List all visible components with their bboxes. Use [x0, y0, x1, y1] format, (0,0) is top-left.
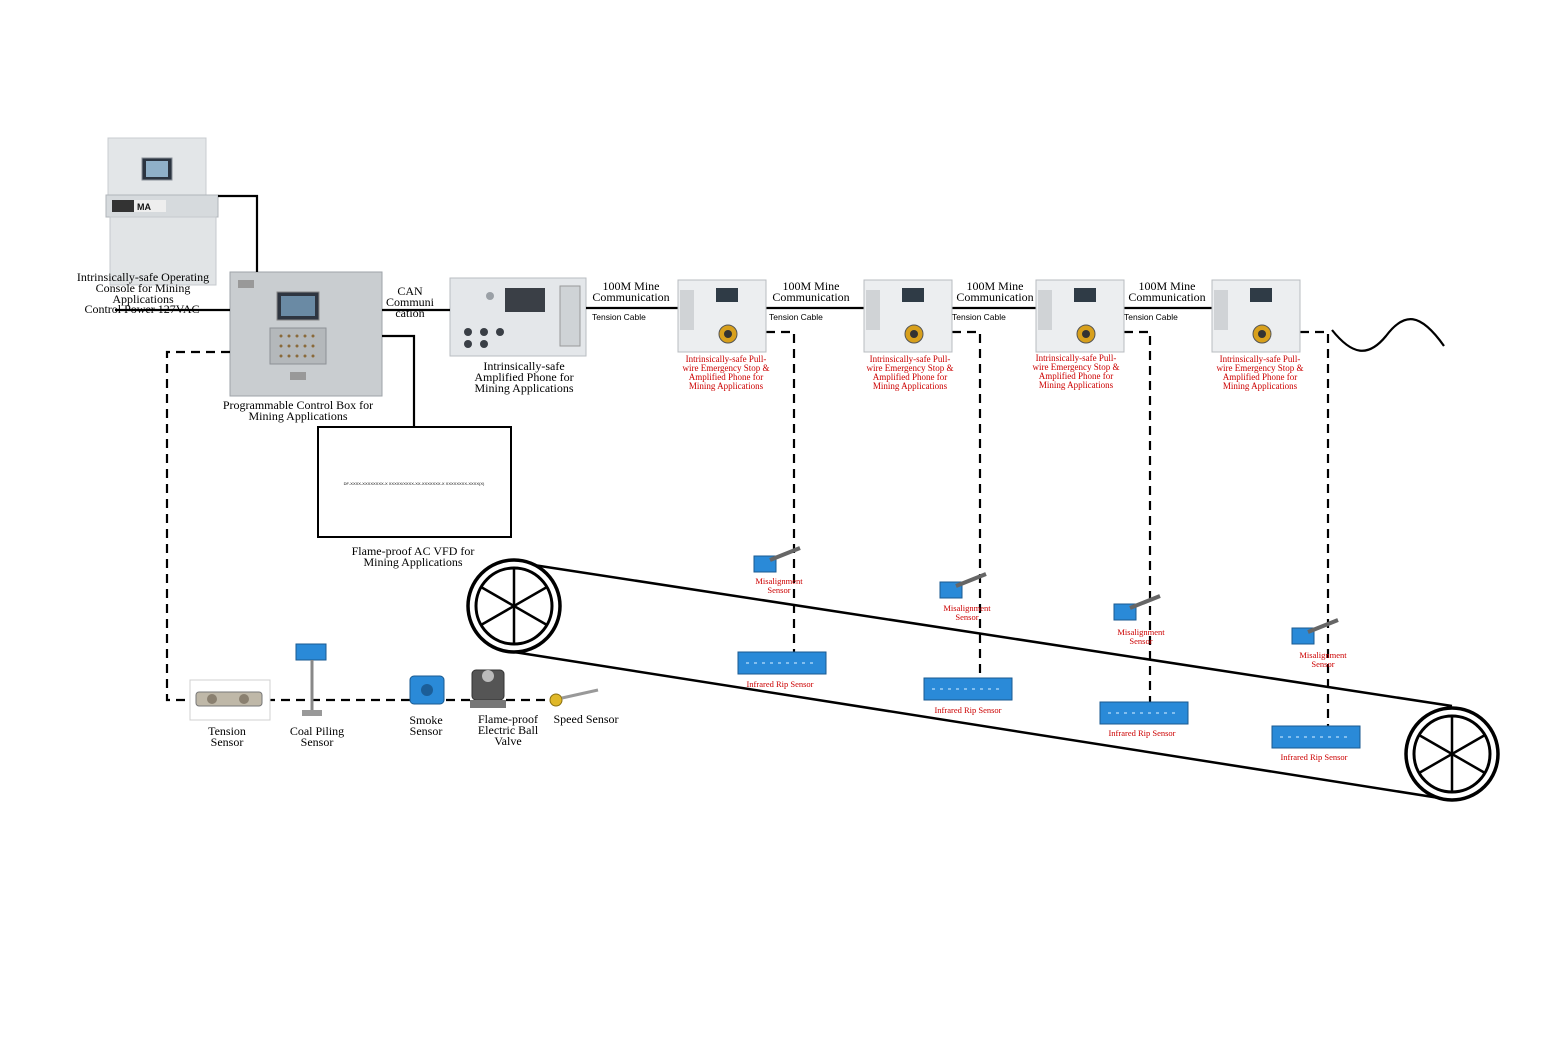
rip-sensor-3 [1099, 701, 1189, 725]
coal-piling-sensor-image [295, 643, 327, 716]
estop-device-2 [863, 279, 953, 353]
vfd-inner-text: DF-XXXX-XXXXXXXX-X XXXXX/XXXX-XX-XXXXXXX… [344, 481, 485, 486]
tension-sensor-label: Tension Sensor [208, 724, 246, 749]
dashed-wiring [165, 330, 1330, 740]
amplified-phone-image [449, 277, 587, 357]
rip-label-3: Infrared Rip Sensor [1108, 728, 1176, 738]
estop-device-3 [1035, 279, 1125, 353]
electric-ball-valve-image [470, 669, 506, 708]
misalignment-sensor-1 [753, 546, 801, 573]
console-brand: MA [137, 202, 151, 212]
speed-sensor-image [549, 688, 599, 707]
control-box-label: Programmable Control Box for Mining Appl… [222, 398, 374, 423]
smoke-sensor-image [409, 675, 445, 705]
rip-label-2: Infrared Rip Sensor [934, 705, 1002, 715]
comm-label-2: 100M Mine Communication [772, 279, 850, 304]
tail-pulley [1404, 706, 1500, 802]
rip-sensor-1 [737, 651, 827, 675]
tension-cable-label-3: Tension Cable [952, 312, 1006, 322]
tension-cable-label-1: Tension Cable [592, 312, 646, 322]
can-communication-label: CAN Communi cation [385, 284, 434, 320]
conveyor-belt [513, 560, 1453, 802]
speed-sensor-label: Speed Sensor [553, 712, 619, 726]
misalignment-sensor-3 [1113, 594, 1161, 621]
misalignment-label-1: Misalignment Sensor [755, 576, 803, 595]
electric-ball-valve-label: Flame-proof Electric Ball Valve [477, 712, 539, 748]
operating-console-label: Intrinsically-safe Operating Console for… [76, 270, 210, 306]
control-box-image [229, 271, 383, 397]
comm-label-4: 100M Mine Communication [1128, 279, 1206, 304]
estop-label-2: Intrinsically-safe Pull-wire Emergency S… [866, 354, 954, 391]
comm-label-3: 100M Mine Communication [956, 279, 1034, 304]
rip-label-4: Infrared Rip Sensor [1280, 752, 1348, 762]
estop-label-4: Intrinsically-safe Pull-wire Emergency S… [1216, 354, 1304, 391]
misalignment-sensor-2 [939, 572, 987, 599]
coal-piling-sensor-label: Coal Piling Sensor [289, 724, 345, 749]
control-power-label: Control Power 127VAC [84, 302, 200, 316]
misalignment-label-4: Misalignment Sensor [1299, 650, 1347, 669]
cable-continues-wave [1331, 318, 1445, 352]
tension-cable-label-4: Tension Cable [1124, 312, 1178, 322]
rip-label-1: Infrared Rip Sensor [746, 679, 814, 689]
rip-sensor-4 [1271, 725, 1361, 749]
amplified-phone-label: Intrinsically-safe Amplified Phone for M… [474, 359, 574, 395]
estop-label-1: Intrinsically-safe Pull-wire Emergency S… [682, 354, 770, 391]
smoke-sensor-label: Smoke Sensor [409, 713, 443, 738]
rip-sensor-2 [923, 677, 1013, 701]
vfd-box [317, 426, 512, 538]
vfd-label: Flame-proof AC VFD for Mining Applicatio… [351, 544, 475, 569]
estop-device-1 [677, 279, 767, 353]
misalignment-sensor-4 [1291, 618, 1339, 645]
head-pulley [466, 558, 562, 654]
estop-label-3: Intrinsically-safe Pull-wire Emergency S… [1032, 353, 1120, 390]
misalignment-label-3: Misalignment Sensor [1117, 627, 1165, 646]
tension-sensor-image [189, 679, 271, 721]
solid-wiring [115, 194, 1214, 427]
comm-label-1: 100M Mine Communication [592, 279, 670, 304]
operating-console-image: MA [105, 137, 219, 286]
estop-device-4 [1211, 279, 1301, 353]
tension-cable-label-2: Tension Cable [769, 312, 823, 322]
misalignment-label-2: Misalignment Sensor [943, 603, 991, 622]
